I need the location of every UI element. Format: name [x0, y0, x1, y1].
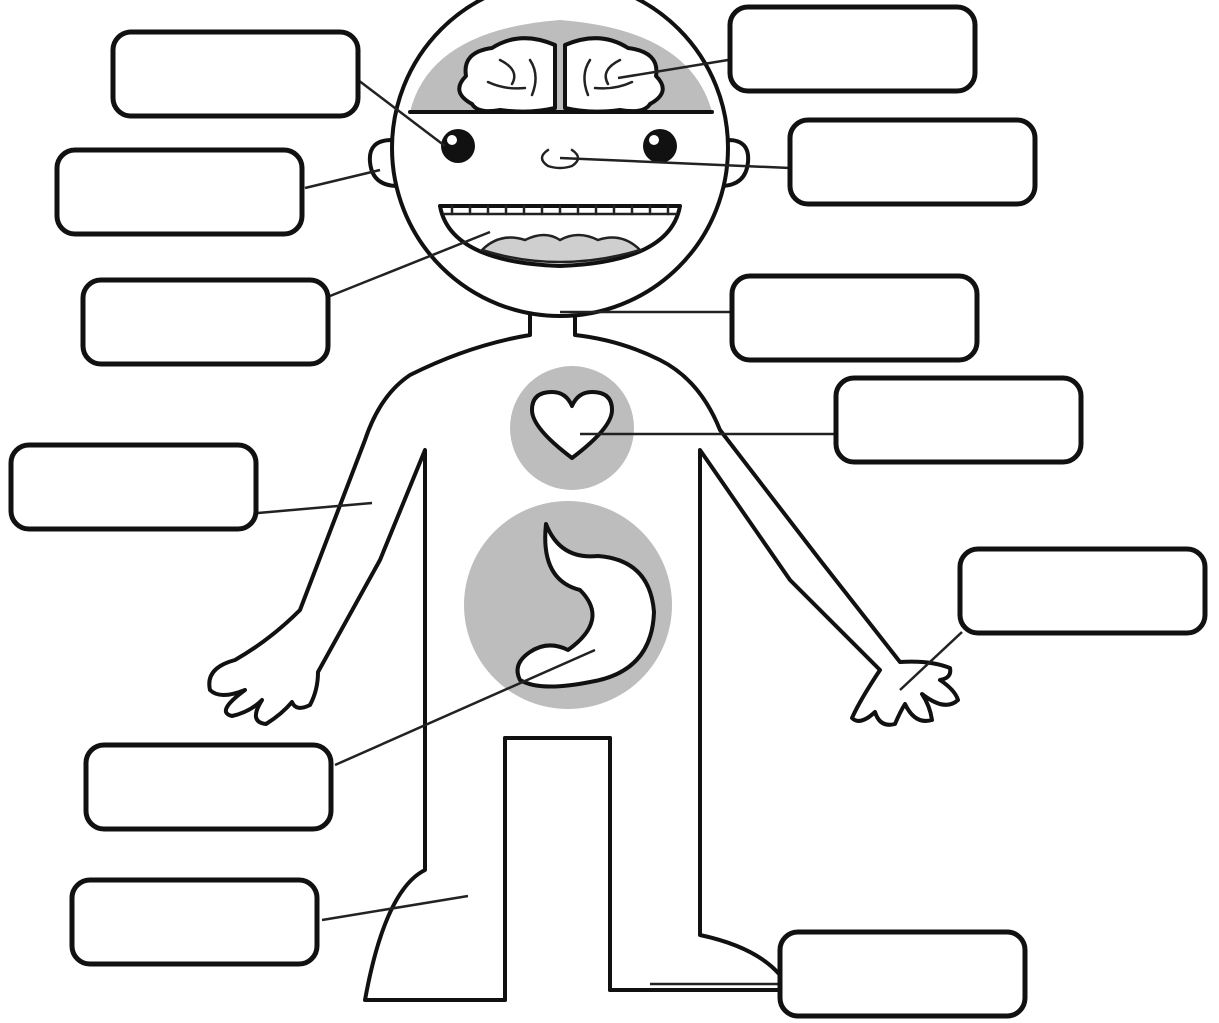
label-box-heart[interactable] [836, 378, 1081, 462]
right-eye-icon [643, 129, 677, 163]
left-eye-icon [441, 129, 475, 163]
head [370, 0, 748, 316]
inner-leg-line [505, 738, 610, 1000]
label-box-stomach[interactable] [86, 745, 331, 829]
label-box-hand[interactable] [960, 549, 1205, 633]
heart [510, 366, 634, 490]
label-box-brain-left[interactable] [113, 32, 358, 116]
label-box-arm[interactable] [11, 445, 256, 529]
label-box-ear[interactable] [57, 150, 302, 234]
label-box-mouth[interactable] [83, 280, 328, 364]
label-box-neck[interactable] [732, 276, 977, 360]
label-box-foot[interactable] [780, 932, 1025, 1016]
label-box-nose[interactable] [790, 120, 1035, 204]
label-box-brain-right[interactable] [730, 7, 975, 91]
label-box-leg[interactable] [72, 880, 317, 964]
stomach [464, 501, 672, 709]
